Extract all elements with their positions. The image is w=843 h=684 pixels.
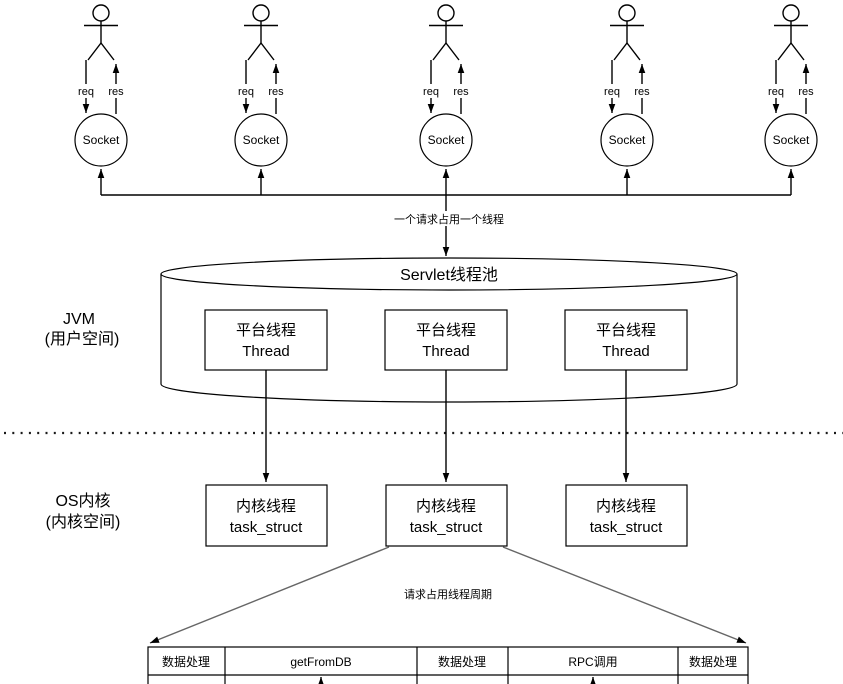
user-actor-icon xyxy=(429,4,463,61)
timeline-table: 数据处理 getFromDB 数据处理 RPC调用 数据处理 xyxy=(147,646,749,684)
req-label: req xyxy=(238,86,254,98)
res-label: res xyxy=(268,86,284,98)
kernel-thread-box-2: 内核线程 task_struct xyxy=(385,484,508,547)
servlet-pool-title: Servlet线程池 xyxy=(400,266,498,284)
kernel-thread-label-cn: 内核线程 xyxy=(236,498,296,515)
res-label: res xyxy=(798,86,814,98)
os-kernel-subtitle: (内核空间) xyxy=(46,513,121,531)
kernel-thread-label-en: task_struct xyxy=(590,519,663,536)
req-label: req xyxy=(768,86,784,98)
kernel-thread-label-en: task_struct xyxy=(230,519,303,536)
res-label: res xyxy=(634,86,650,98)
kernel-thread-label-cn: 内核线程 xyxy=(416,498,476,515)
res-label: res xyxy=(453,86,469,98)
cycle-span-arrow-left xyxy=(149,546,390,644)
user-actor-icon xyxy=(774,4,808,61)
socket-node xyxy=(764,113,818,167)
socket-label: Socket xyxy=(83,133,120,147)
platform-thread-label-en: Thread xyxy=(602,343,650,360)
req-label: req xyxy=(423,86,439,98)
socket-node xyxy=(74,113,128,167)
actor-5: req res Socket xyxy=(764,4,818,195)
req-label: req xyxy=(78,86,94,98)
timeline-cell-2: getFromDB xyxy=(290,655,351,669)
socket-node xyxy=(600,113,654,167)
timeline-cell-4: RPC调用 xyxy=(568,655,617,669)
user-actor-icon xyxy=(610,4,644,61)
os-kernel-label: OS内核 xyxy=(55,492,110,510)
socket-label: Socket xyxy=(428,133,465,147)
req-label: req xyxy=(604,86,620,98)
actor-1: req res Socket xyxy=(74,4,128,195)
jvm-label: JVM xyxy=(63,311,95,328)
platform-thread-label-en: Thread xyxy=(242,343,290,360)
kernel-thread-label-cn: 内核线程 xyxy=(596,498,656,515)
actor-3: req res Socket xyxy=(419,4,473,195)
actor-2: req res Socket xyxy=(234,4,288,195)
one-request-one-thread-label: 一个请求占用一个线程 xyxy=(394,212,504,226)
user-actor-icon xyxy=(244,4,278,61)
socket-node xyxy=(234,113,288,167)
kernel-thread-label-en: task_struct xyxy=(410,519,483,536)
res-label: res xyxy=(108,86,124,98)
platform-thread-box-3: 平台线程 Thread xyxy=(564,309,688,371)
platform-thread-label-cn: 平台线程 xyxy=(596,322,656,339)
platform-thread-box-1: 平台线程 Thread xyxy=(204,309,328,371)
timeline-cell-1: 数据处理 xyxy=(162,654,210,669)
socket-label: Socket xyxy=(243,133,280,147)
actor-4: req res Socket xyxy=(600,4,654,195)
platform-thread-label-en: Thread xyxy=(422,343,470,360)
platform-thread-label-cn: 平台线程 xyxy=(416,322,476,339)
timeline-cell-3: 数据处理 xyxy=(438,654,486,669)
kernel-thread-box-1: 内核线程 task_struct xyxy=(205,484,328,547)
jvm-subtitle: (用户空间) xyxy=(45,330,120,348)
thread-cycle-label: 请求占用线程周期 xyxy=(404,587,492,601)
socket-label: Socket xyxy=(773,133,810,147)
timeline-cell-5: 数据处理 xyxy=(689,654,737,669)
socket-label: Socket xyxy=(609,133,646,147)
platform-thread-box-2: 平台线程 Thread xyxy=(384,309,508,371)
cycle-span-arrow-right xyxy=(502,546,747,644)
platform-thread-label-cn: 平台线程 xyxy=(236,322,296,339)
user-actor-icon xyxy=(84,4,118,61)
kernel-thread-box-3: 内核线程 task_struct xyxy=(565,484,688,547)
socket-node xyxy=(419,113,473,167)
